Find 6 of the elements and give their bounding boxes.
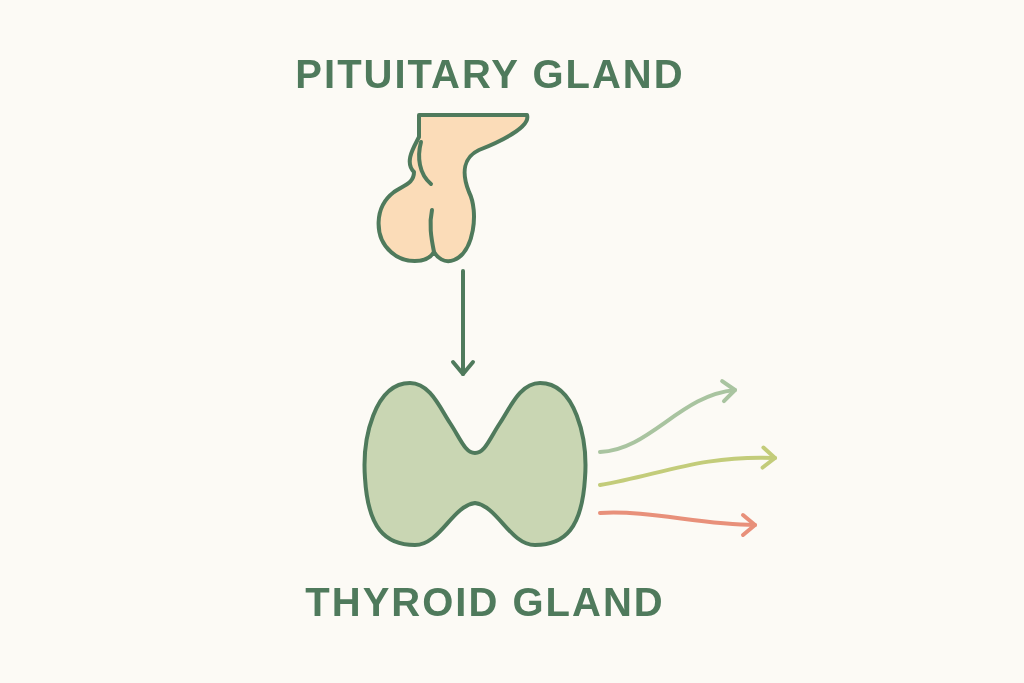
arrow: [598, 380, 737, 454]
arrow: [598, 510, 757, 537]
arrow: [451, 269, 475, 376]
organ-label: PITUITARY GLAND: [295, 51, 685, 98]
organ-label: THYROID GLAND: [305, 579, 665, 626]
arrow: [598, 445, 777, 487]
